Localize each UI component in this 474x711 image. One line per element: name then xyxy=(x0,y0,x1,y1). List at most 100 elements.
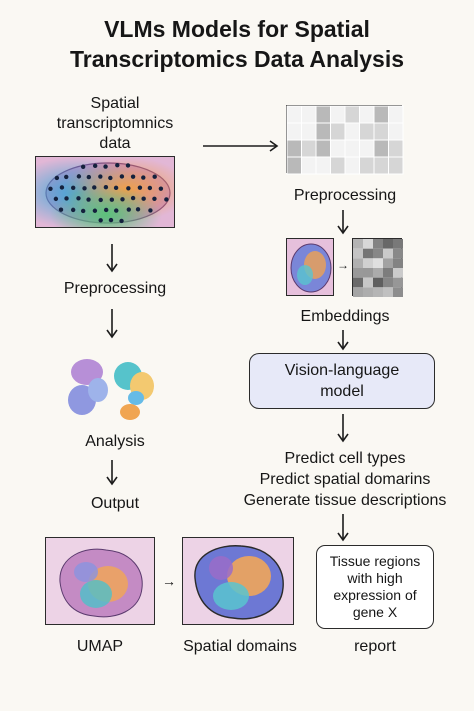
input-label-line-3: data xyxy=(99,135,131,152)
embedding-vector-grid xyxy=(352,238,403,297)
spot-dot xyxy=(64,196,69,201)
spot-dot xyxy=(114,208,119,213)
umap-label: UMAP xyxy=(76,638,124,655)
spot-dot xyxy=(82,186,87,191)
spot-dot xyxy=(92,185,97,190)
embedding-cell xyxy=(393,268,403,278)
spot-dot xyxy=(108,217,114,223)
umap-cluster-graphic xyxy=(68,359,154,420)
umap-tissue-graphic xyxy=(59,548,143,618)
spot-dot xyxy=(109,197,115,202)
input-label-line-1: Spatial xyxy=(90,95,140,112)
embedding-cell xyxy=(373,248,383,259)
spot-dot xyxy=(80,164,86,169)
report-line-4: gene X xyxy=(352,604,398,620)
spot-dot xyxy=(71,185,76,191)
matrix-cell xyxy=(344,156,360,175)
embedding-cell xyxy=(363,277,373,288)
matrix-cell xyxy=(330,122,346,141)
analysis-label: Analysis xyxy=(85,433,145,450)
matrix-cell xyxy=(344,122,360,141)
spot-dot xyxy=(59,185,65,190)
embedding-cell xyxy=(373,258,383,268)
spot-dot xyxy=(141,196,146,201)
embedding-cell xyxy=(373,268,383,278)
spatial-domains-graphic xyxy=(194,545,284,620)
embedding-cell xyxy=(363,287,373,297)
spot-dot xyxy=(119,218,124,224)
embedding-cell xyxy=(373,287,383,297)
spot-dot xyxy=(54,175,60,181)
spot-dot xyxy=(126,186,131,191)
embedding-cell xyxy=(363,248,373,259)
spot-dot xyxy=(92,163,98,169)
umap-tissue-image xyxy=(45,537,155,625)
embedding-vector-cells xyxy=(353,239,403,297)
matrix-cell xyxy=(301,139,317,158)
matrix-cell xyxy=(286,139,302,158)
embedding-cell xyxy=(383,239,393,249)
matrix-cell xyxy=(388,139,404,158)
spot-dot xyxy=(86,197,91,202)
spot-dot xyxy=(135,207,141,212)
spot-dot xyxy=(76,196,81,201)
spot-dot xyxy=(58,207,64,212)
embedding-cell xyxy=(383,258,393,268)
spot-dot xyxy=(137,185,143,190)
matrix-cell xyxy=(286,156,302,175)
tissue-section-image xyxy=(35,156,175,228)
spot-dot xyxy=(76,174,82,179)
spot-dot xyxy=(119,174,125,179)
left-preprocessing-label: Preprocessing xyxy=(63,280,167,297)
matrix-cell xyxy=(344,105,360,124)
embedding-cell xyxy=(363,268,373,278)
spot-dot xyxy=(80,208,86,214)
report-line-2: with high xyxy=(347,570,403,586)
spot-dot xyxy=(164,197,169,202)
output-label: Output xyxy=(90,495,140,512)
embedding-cell xyxy=(373,239,383,249)
spot-dot xyxy=(103,164,108,169)
spot-dot xyxy=(158,186,164,191)
spatial-domains-image xyxy=(182,537,294,625)
matrix-cell xyxy=(373,139,389,158)
spot-dot xyxy=(98,174,103,179)
matrix-cell xyxy=(315,122,331,141)
arrow-analysis-to-output xyxy=(106,460,118,486)
spot-dot xyxy=(53,196,59,202)
task-predict-spatial-domains: Predict spatial domarins xyxy=(259,471,431,488)
spot-dot xyxy=(141,175,146,180)
spot-dot xyxy=(92,208,98,213)
embedding-cell xyxy=(383,248,393,259)
matrix-cell xyxy=(373,105,389,124)
spot-dot xyxy=(115,162,120,168)
spot-dot xyxy=(130,174,136,179)
spot-dot xyxy=(152,196,157,201)
matrix-cell xyxy=(330,156,346,175)
spot-dot xyxy=(48,186,53,191)
matrix-cell xyxy=(373,156,389,175)
arrow-embeddings-to-vlm xyxy=(337,330,349,351)
matrix-cell xyxy=(388,122,404,141)
expression-matrix-cells xyxy=(286,105,404,175)
spot-dot xyxy=(98,218,103,223)
spot-dot xyxy=(126,207,131,212)
spot-dot xyxy=(103,184,109,190)
vision-language-model-box: Vision-language model xyxy=(249,353,435,409)
embedding-cell xyxy=(353,239,363,249)
input-label-line-2: transcriptomnics xyxy=(56,115,174,132)
matrix-cell xyxy=(315,139,331,158)
report-box: Tissue regions with high expression of g… xyxy=(316,545,434,629)
vlm-label-line-1: Vision-language xyxy=(284,362,400,379)
matrix-cell xyxy=(359,105,375,124)
spatial-domains-label: Spatial domains xyxy=(183,638,297,655)
spot-dot xyxy=(86,174,92,180)
task-predict-cell-types: Predict cell types xyxy=(284,450,406,467)
matrix-cell xyxy=(388,156,404,175)
spot-dot xyxy=(152,174,157,179)
report-line-1: Tissue regions xyxy=(329,553,421,569)
matrix-cell xyxy=(315,105,331,124)
matrix-cell xyxy=(373,122,389,141)
matrix-cell xyxy=(344,139,360,158)
arrow-data-to-left-preprocessing xyxy=(106,244,118,273)
